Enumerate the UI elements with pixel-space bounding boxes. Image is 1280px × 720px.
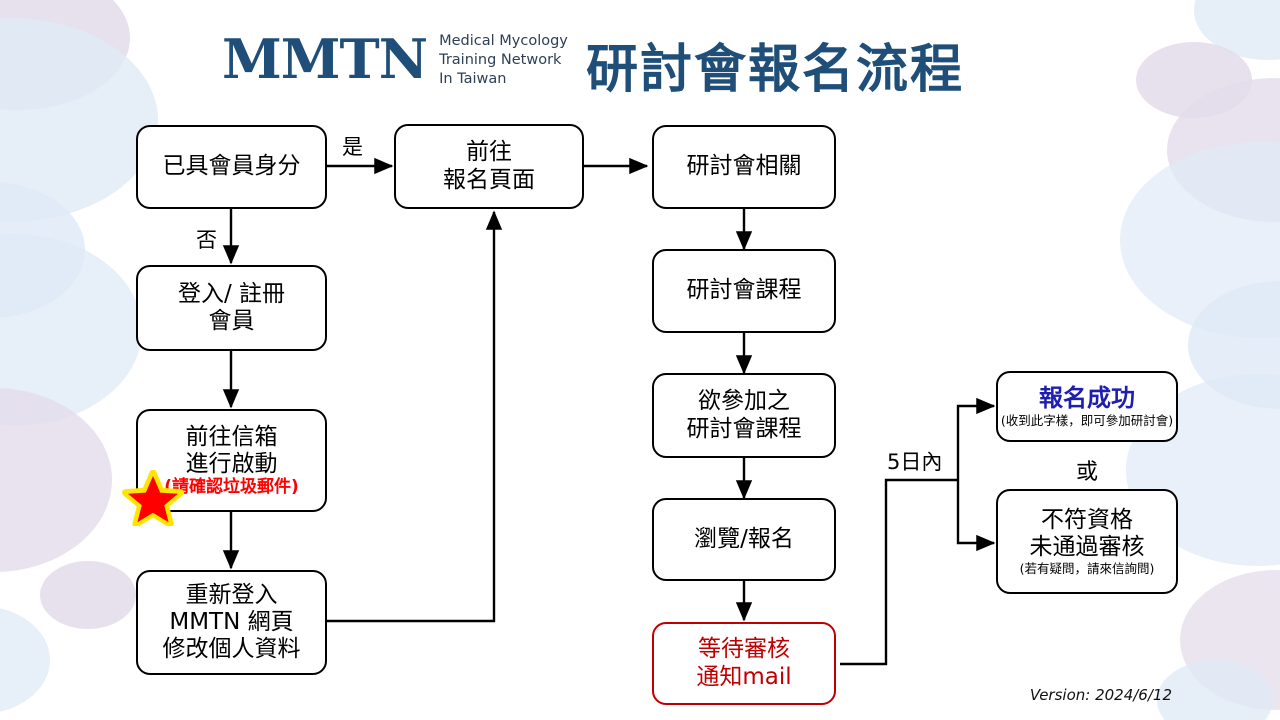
node-line: 通知mail bbox=[696, 663, 792, 690]
node-success-subtitle: (收到此字樣，即可參加研討會) bbox=[1000, 412, 1174, 428]
edge-label-yes: 是 bbox=[342, 135, 363, 159]
node-activate-mail[interactable]: 前往信箱 進行啟動 (請確認垃圾郵件) bbox=[136, 409, 327, 512]
edge-label-within-5-days: 5日內 bbox=[887, 450, 943, 474]
bg-ellipse-purple bbox=[40, 561, 136, 629]
node-desired-course[interactable]: 欲參加之 研討會課程 bbox=[652, 373, 836, 458]
node-success-title: 報名成功 bbox=[1039, 384, 1135, 413]
node-line: 等待審核 bbox=[698, 636, 790, 663]
node-member-check[interactable]: 已具會員身分 bbox=[136, 125, 327, 209]
node-line: MMTN 網頁 bbox=[169, 608, 294, 635]
node-line: 研討會課程 bbox=[686, 277, 802, 304]
node-line: 未通過審核 bbox=[1029, 534, 1145, 560]
node-line: 瀏覽/報名 bbox=[694, 525, 794, 552]
node-seminar-courses[interactable]: 研討會課程 bbox=[652, 249, 836, 333]
bg-ellipse-blue bbox=[0, 182, 85, 318]
page-title: 研討會報名流程 bbox=[586, 40, 965, 100]
node-line: 登入/ 註冊 bbox=[177, 280, 286, 307]
bg-ellipse-purple bbox=[1180, 570, 1280, 710]
node-signup-success[interactable]: 報名成功 (收到此字樣，即可參加研討會) bbox=[996, 371, 1178, 442]
node-browse-signup[interactable]: 瀏覽/報名 bbox=[652, 498, 836, 581]
bg-ellipse-blue bbox=[0, 234, 142, 426]
node-fail-subtitle: (若有疑問，請來信詢問) bbox=[1019, 561, 1155, 577]
node-login-register[interactable]: 登入/ 註冊 會員 bbox=[136, 265, 327, 351]
logo-subtitle-line-2: Training Network bbox=[439, 51, 562, 68]
edge-await-branch bbox=[840, 478, 958, 666]
logo-subtitle-line-3: In Taiwan bbox=[439, 70, 507, 87]
logo-subtitle-line-1: Medical Mycology bbox=[439, 33, 568, 49]
edge-label-no: 否 bbox=[196, 228, 217, 252]
bg-ellipse-blue bbox=[1157, 660, 1273, 720]
node-not-qualified[interactable]: 不符資格 未通過審核 (若有疑問，請來信詢問) bbox=[996, 489, 1178, 594]
bg-ellipse-blue bbox=[0, 608, 50, 712]
version-label: Version: 2024/6/12 bbox=[1029, 686, 1172, 704]
node-warning-text: (請確認垃圾郵件) bbox=[164, 477, 299, 498]
edge-branch-to-success bbox=[956, 397, 996, 480]
node-line: 欲參加之 bbox=[698, 388, 790, 415]
bg-ellipse-purple bbox=[1136, 42, 1252, 118]
bg-ellipse-blue bbox=[0, 18, 158, 222]
bg-ellipse-purple bbox=[1167, 78, 1280, 222]
node-seminar-related[interactable]: 研討會相關 bbox=[652, 125, 836, 209]
edge-relogin-to-signup bbox=[327, 210, 503, 623]
node-line: 修改個人資料 bbox=[162, 636, 301, 663]
edge-label-or: 或 bbox=[1076, 460, 1099, 485]
node-line: 研討會相關 bbox=[686, 153, 802, 180]
node-await-review[interactable]: 等待審核 通知mail bbox=[652, 622, 836, 705]
mmtn-logo: MMTN Medical Mycology Training Network I… bbox=[222, 30, 568, 89]
node-line: 報名頁面 bbox=[443, 166, 535, 193]
node-line: 會員 bbox=[208, 308, 255, 334]
bg-ellipse-blue bbox=[1194, 0, 1280, 60]
logo-subtitle: Medical Mycology Training Network In Tai… bbox=[439, 30, 568, 89]
node-line: 研討會課程 bbox=[686, 415, 802, 442]
logo-wordmark: MMTN bbox=[222, 27, 428, 92]
node-relogin-profile[interactable]: 重新登入 MMTN 網頁 修改個人資料 bbox=[136, 570, 327, 675]
bg-ellipse-blue bbox=[1120, 142, 1280, 338]
node-line: 前往 bbox=[466, 139, 512, 166]
node-go-signup-page[interactable]: 前往 報名頁面 bbox=[394, 124, 584, 209]
node-line: 進行啟動 bbox=[185, 451, 278, 478]
bg-ellipse-purple bbox=[0, 0, 130, 110]
bg-ellipse-blue bbox=[1188, 281, 1280, 409]
node-line: 前往信箱 bbox=[185, 424, 278, 451]
node-line: 重新登入 bbox=[185, 581, 278, 608]
node-line: 已具會員身分 bbox=[162, 153, 301, 180]
bg-ellipse-purple bbox=[0, 388, 112, 572]
node-line: 不符資格 bbox=[1041, 506, 1133, 533]
edge-branch-to-fail bbox=[956, 480, 996, 552]
